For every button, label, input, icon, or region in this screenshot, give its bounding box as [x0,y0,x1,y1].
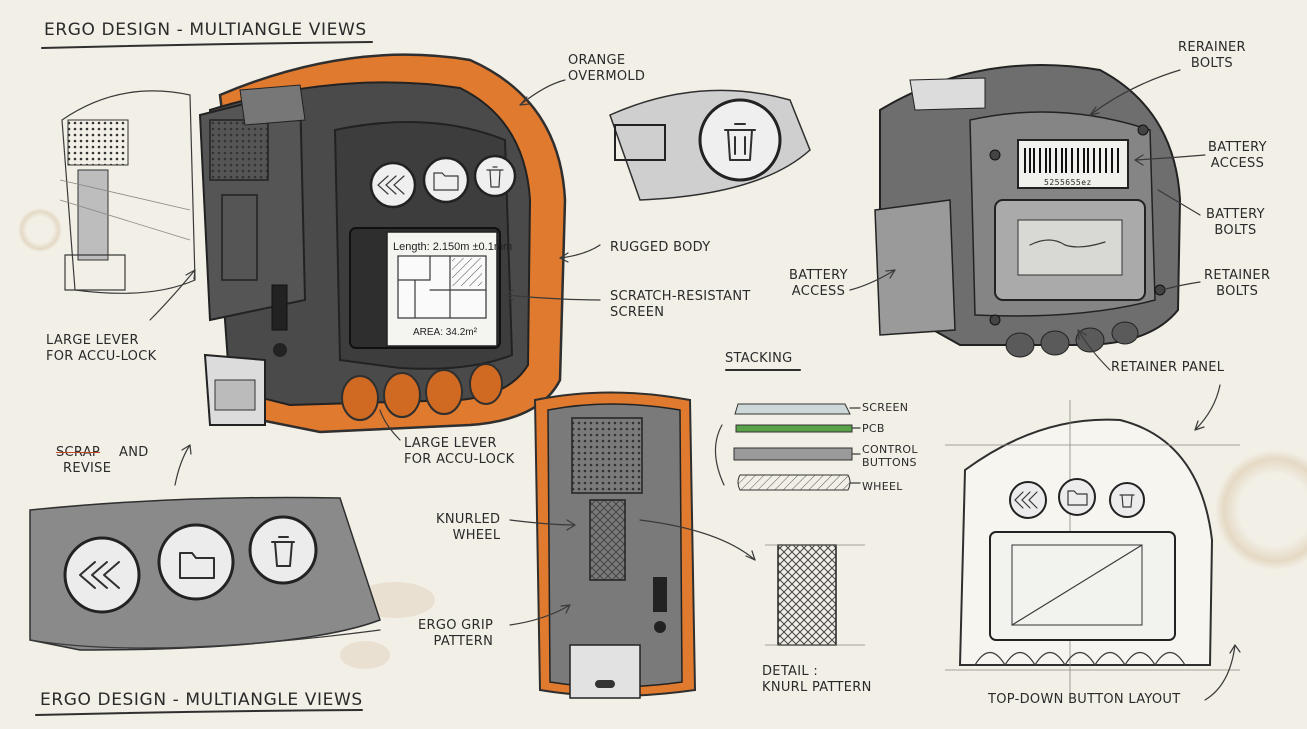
folder-icon [179,552,215,579]
label-ergo-grip: ERGO GRIP PATTERN [418,618,494,649]
stacking-layer-screen: SCREEN [862,401,909,414]
label-rugged-body: RUGGED BODY [610,240,711,255]
folder-button [422,156,470,204]
battery-door [874,199,956,336]
trash-icon [271,536,295,567]
coffee-stain [18,208,1307,669]
label-scratch-screen: SCRATCH-RESISTANT SCREEN [610,289,751,320]
stacking-diagram [714,369,853,491]
ghost-side-view [59,90,196,294]
trash-icon [1119,494,1135,508]
trash-icon [486,166,504,188]
folder-icon [614,124,666,161]
rewind-icon [1014,491,1038,509]
label-scrap: SCRAP [56,445,101,460]
barcode-number: 5255655ez [1044,178,1092,187]
front-narrow-view [533,391,697,699]
label-large-lever-bottom: LARGE LEVER FOR ACCU-LOCK [404,436,515,467]
label-retainer-panel: RETAINER PANEL [1111,360,1225,375]
leader-lines [149,69,1241,701]
stacking-layer-pcb: PCB [862,422,885,435]
screen-area-readout: AREA: 34.2m² [413,327,477,338]
rewind-icon [377,175,405,195]
main-screen [386,231,498,347]
knurl-detail [765,544,865,646]
scrap-revise-sketch [29,496,381,651]
label-large-lever-left: LARGE LEVER FOR ACCU-LOCK [46,333,157,364]
stacking-layer-wheel: WHEEL [862,480,903,493]
label-top-down: TOP-DOWN BUTTON LAYOUT [988,692,1181,707]
button-detail-closeup [609,89,811,201]
sheet-title-bottom: ERGO DESIGN - MULTIANGLE VIEWS [40,690,363,710]
label-and-revise: AND REVISE [63,445,149,476]
top-down-view [945,400,1240,700]
sheet-title-top: ERGO DESIGN - MULTIANGLE VIEWS [44,20,367,40]
title-underline-bottom [35,709,363,716]
rewind-button [369,161,417,209]
title-underline-top [41,41,373,49]
label-battery-access-right: BATTERY ACCESS [1208,140,1267,171]
trash-button [473,154,517,198]
label-retainer-bolts-top: RERAINER BOLTS [1178,40,1246,71]
label-battery-access-left: BATTERY ACCESS [789,268,848,299]
rewind-icon [79,561,120,589]
rear-view [874,64,1182,358]
trash-icon [724,123,756,161]
stacking-title: STACKING [725,351,793,366]
stacking-layer-buttons: CONTROL BUTTONS [862,443,918,469]
label-retainer-bolts-right: RETAINER BOLTS [1204,268,1271,299]
screen-length-readout: Length: 2.150m ±0.1mm [393,241,513,253]
folder-icon [433,172,459,191]
label-orange-overmold: ORANGE OVERMOLD [568,53,646,84]
label-detail-knurl: DETAIL : KNURL PATTERN [762,664,872,695]
floorplan [397,255,487,319]
label-knurled-wheel: KNURLED WHEEL [436,512,501,543]
folder-icon [1067,490,1088,506]
label-battery-bolts: BATTERY BOLTS [1206,207,1265,238]
